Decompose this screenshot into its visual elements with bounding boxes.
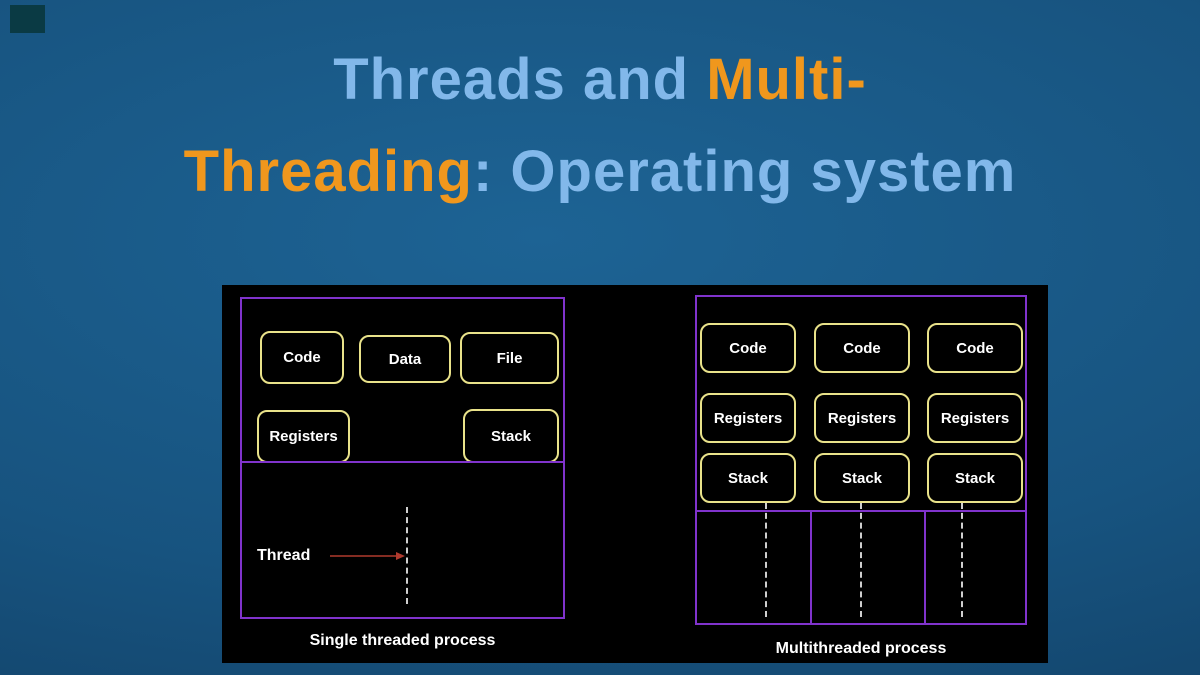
- multi-column-divider-line: [810, 510, 812, 623]
- single-section-divider-line: [242, 461, 563, 463]
- single-registers-box: Registers: [257, 410, 350, 463]
- slide-title: Threads and Multi- Threading: Operating …: [0, 34, 1200, 218]
- multi-thread-dashed-line: [860, 503, 862, 617]
- title-line-2: Threading: Operating system: [0, 126, 1200, 218]
- title-segment-operating-system: : Operating system: [472, 139, 1017, 204]
- title-line-1: Threads and Multi-: [0, 34, 1200, 126]
- single-process-caption: Single threaded process: [309, 632, 496, 649]
- title-segment-threads-and: Threads and: [333, 47, 707, 112]
- single-code-box: Code: [260, 331, 344, 384]
- multi-stack-box: Stack: [814, 453, 910, 503]
- multi-code-box: Code: [700, 323, 796, 373]
- multi-registers-box: Registers: [927, 393, 1023, 443]
- multi-thread-dashed-line: [765, 503, 767, 617]
- multi-code-box: Code: [814, 323, 910, 373]
- multi-column-divider-line: [924, 510, 926, 623]
- single-thread-dashed-line: [406, 507, 408, 604]
- single-file-box: File: [460, 332, 559, 384]
- thread-arrow-icon: [330, 552, 405, 560]
- corner-accent-shape: [10, 5, 45, 33]
- multi-registers-box: Registers: [814, 393, 910, 443]
- multi-stack-box: Stack: [927, 453, 1023, 503]
- single-stack-box: Stack: [463, 409, 559, 463]
- title-segment-multi: Multi-: [706, 47, 867, 112]
- multi-code-box: Code: [927, 323, 1023, 373]
- multi-registers-box: Registers: [700, 393, 796, 443]
- multi-thread-dashed-line: [961, 503, 963, 617]
- thread-label: Thread: [257, 547, 311, 564]
- multi-process-caption: Multithreaded process: [775, 640, 947, 657]
- multi-stack-box: Stack: [700, 453, 796, 503]
- single-data-box: Data: [359, 335, 451, 383]
- title-segment-threading: Threading: [183, 139, 473, 204]
- single-threaded-process-diagram: Code Data File Registers Stack Thread: [240, 297, 565, 619]
- multithreaded-process-diagram: Code Code Code Registers Registers Regis…: [695, 295, 1027, 625]
- diagram-panel: Code Data File Registers Stack Thread Si…: [222, 285, 1048, 663]
